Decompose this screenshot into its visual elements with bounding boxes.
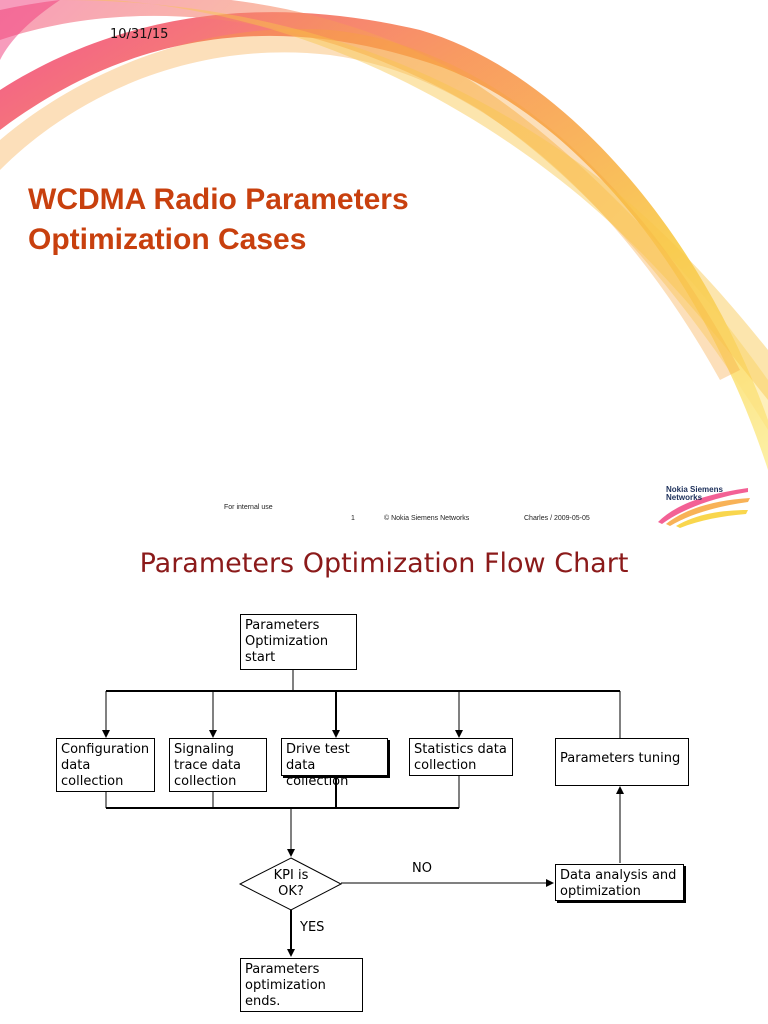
decision-line: KPI is bbox=[273, 868, 309, 883]
box-line: optimization bbox=[560, 884, 641, 899]
slide-title-line: Optimization Cases bbox=[28, 223, 307, 256]
configuration-collection-box: Configuration data collection bbox=[56, 738, 155, 792]
box-line: trace data bbox=[174, 758, 241, 773]
box-line: Data analysis and bbox=[560, 868, 677, 883]
statistics-collection-box: Statistics data collection bbox=[409, 738, 513, 776]
box-line: collection bbox=[174, 774, 237, 789]
start-box-line: Parameters bbox=[245, 618, 320, 633]
logo-text-line: Nokia Siemens bbox=[666, 485, 723, 494]
slide-title: WCDMA Radio Parameters Optimization Case… bbox=[28, 180, 548, 260]
footer-internal-use: For internal use bbox=[224, 504, 273, 511]
kpi-decision: KPI is OK? bbox=[254, 868, 328, 900]
logo-swoosh-icon bbox=[658, 488, 750, 528]
box-line: Signaling bbox=[174, 742, 235, 757]
flowchart-heading: Parameters Optimization Flow Chart bbox=[139, 548, 629, 579]
box-line: Statistics data bbox=[414, 742, 507, 757]
start-box-line: start bbox=[245, 650, 276, 665]
start-box-line: Optimization bbox=[245, 634, 329, 649]
logo-text-line: Networks bbox=[666, 493, 703, 502]
box-line: Drive test data bbox=[286, 742, 350, 773]
no-label: NO bbox=[412, 861, 432, 876]
footer-copyright: © Nokia Siemens Networks bbox=[384, 515, 470, 522]
footer-page-number: 1 bbox=[351, 515, 355, 522]
title-slide: 10/31/15 WCDMA Radio Parameters Optimiza… bbox=[0, 0, 768, 530]
end-box: Parameters optimization ends. bbox=[240, 958, 363, 1012]
start-box: Parameters Optimization start bbox=[240, 614, 357, 670]
slide-title-line: WCDMA Radio Parameters bbox=[28, 183, 409, 216]
box-line: ends. bbox=[245, 994, 281, 1009]
box-line: Parameters tuning bbox=[560, 751, 681, 766]
nokia-siemens-logo: Nokia Siemens Networks bbox=[656, 484, 756, 528]
footer-author-date: Charles / 2009-05-05 bbox=[524, 515, 590, 522]
signaling-trace-collection-box: Signaling trace data collection bbox=[169, 738, 267, 792]
yes-label: YES bbox=[300, 920, 325, 935]
box-line: Parameters bbox=[245, 962, 320, 977]
parameters-tuning-box: Parameters tuning bbox=[555, 738, 689, 786]
box-line: data bbox=[61, 758, 91, 773]
decorative-swoosh bbox=[0, 0, 768, 470]
decision-line: OK? bbox=[278, 884, 304, 899]
data-analysis-box: Data analysis and optimization bbox=[555, 864, 684, 901]
box-line: collection bbox=[61, 774, 124, 789]
logo-text: Nokia Siemens Networks bbox=[666, 486, 723, 502]
slide-date: 10/31/15 bbox=[110, 27, 169, 42]
box-line: collection bbox=[286, 774, 349, 789]
box-line: Configuration bbox=[61, 742, 150, 757]
drive-test-collection-box: Drive test data collection bbox=[281, 738, 388, 789]
box-line: optimization bbox=[245, 978, 326, 993]
box-line: collection bbox=[414, 758, 477, 773]
